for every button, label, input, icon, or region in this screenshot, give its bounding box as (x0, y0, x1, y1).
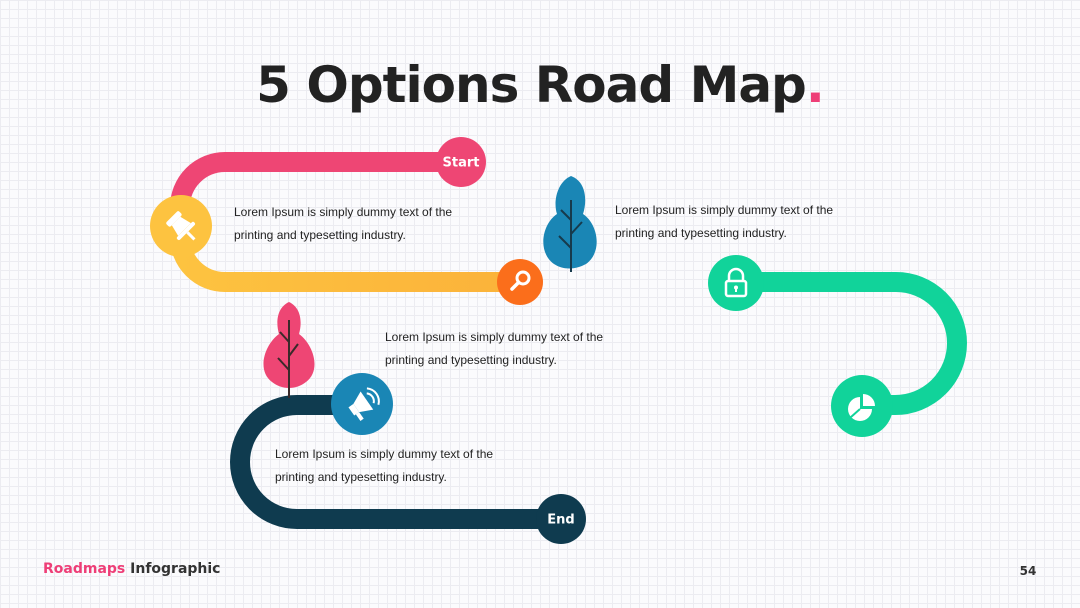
description-1: Lorem Ipsum is simply dummy text of the … (234, 205, 453, 242)
lock-icon (724, 267, 748, 298)
pie-chart-node (831, 375, 893, 437)
footer-brand-rest: Infographic (125, 561, 221, 577)
start-node: Start (436, 137, 486, 187)
road-segment-navy (229, 395, 561, 529)
page-number: 54 (1019, 564, 1037, 578)
start-label: Start (443, 156, 480, 171)
description-3: Lorem Ipsum is simply dummy text of the … (385, 330, 604, 367)
title-dot: . (805, 56, 825, 114)
end-label: End (547, 513, 574, 528)
pin-icon (166, 211, 196, 241)
end-node: End (536, 494, 586, 544)
pie-chart-icon (848, 394, 875, 421)
search-node (497, 259, 543, 305)
megaphone-icon (348, 387, 380, 421)
lock-node (708, 255, 764, 311)
footer-brand: Roadmaps Infographic (43, 561, 220, 577)
description-2: Lorem Ipsum is simply dummy text of the … (615, 203, 834, 240)
tree-icon-pink (263, 302, 315, 398)
megaphone-node (331, 373, 393, 435)
title-text: 5 Options Road Map (256, 56, 807, 114)
pin-node (150, 195, 212, 257)
page-title: 5 Options Road Map. (0, 56, 1080, 114)
footer-brand-accent: Roadmaps (43, 561, 126, 577)
tree-icon-blue (543, 176, 597, 272)
search-icon (510, 270, 531, 291)
road-segment-green (736, 272, 968, 415)
description-4: Lorem Ipsum is simply dummy text of the … (275, 447, 494, 484)
